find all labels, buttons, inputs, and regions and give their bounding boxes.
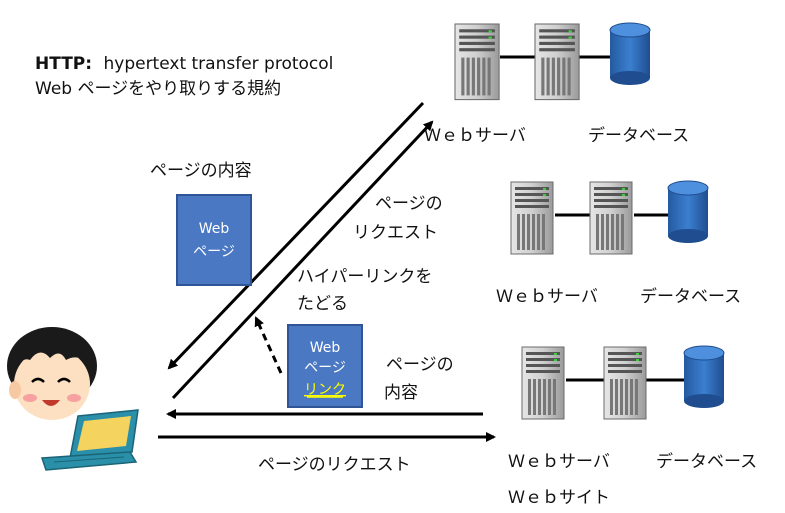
web-server-icon: [454, 23, 500, 101]
server-group-3: Ｗｅｂサーバ データベース: [508, 345, 757, 472]
laptop-icon: [40, 409, 139, 471]
page-request-label-line2: リクエスト: [353, 223, 438, 243]
web-server-icon: [534, 23, 580, 101]
eye-right: [57, 377, 71, 383]
page-request-arrow-up: [171, 120, 434, 400]
web-server-icon: [603, 346, 647, 420]
web-page-box-line1: Web: [199, 221, 230, 237]
web-server-icon: [510, 181, 554, 255]
web-page-link-box: Web ページ リンク: [287, 324, 363, 408]
web-server-icon: [521, 346, 565, 420]
web-server-label: Ｗｅｂサーバ: [424, 126, 526, 146]
page-request-bottom-label: ページのリクエスト: [258, 455, 411, 475]
database-label: データベース: [640, 286, 741, 307]
hyperlink-text[interactable]: リンク: [304, 382, 346, 398]
database-icon: [609, 22, 651, 86]
web-server-icon: [589, 181, 633, 255]
hair-fringe: [14, 336, 92, 372]
page-request-label-line1: ページの: [375, 194, 443, 214]
database-icon: [667, 180, 709, 244]
hyperlink-label-line2: たどる: [297, 294, 348, 314]
database-icon: [683, 345, 725, 409]
http-abbr: HTTP:: [35, 54, 92, 74]
database-label: データベース: [588, 125, 689, 146]
web-server-label: Ｗｅｂサーバ: [496, 287, 598, 307]
web-page-box-line2: ページ: [193, 244, 235, 260]
mouth: [42, 400, 60, 406]
hyperlink-follow-arrow: [254, 316, 283, 374]
database-label: データベース: [656, 451, 757, 472]
page-content-mid-label-line1: ページの: [386, 355, 454, 375]
server-group-1: Ｗｅｂサーバ データベース: [424, 22, 689, 146]
web-page-link-box-line1: Web: [310, 340, 341, 356]
page-content-arrow-down: [167, 101, 425, 370]
http-full-name: hypertext transfer protocol: [103, 54, 333, 74]
hyperlink-label-line1: ハイパーリンクを: [297, 267, 432, 287]
eye-left: [31, 377, 45, 383]
web-page-link-box-line2: ページ: [304, 360, 346, 376]
http-description: Web ページをやり取りする規約: [35, 79, 281, 99]
web-page-box: Web ページ: [176, 194, 252, 286]
http-definition: HTTP: hypertext transfer protocol: [35, 54, 333, 74]
website-label: Ｗｅｂサイト: [508, 488, 610, 508]
page-content-mid-label-line2: 内容: [384, 383, 418, 403]
page-content-label: ページの内容: [150, 161, 252, 181]
face: [14, 348, 90, 420]
server-group-2: Ｗｅｂサーバ データベース: [496, 180, 741, 307]
user-avatar: [7, 327, 97, 420]
web-server-label: Ｗｅｂサーバ: [508, 452, 610, 472]
